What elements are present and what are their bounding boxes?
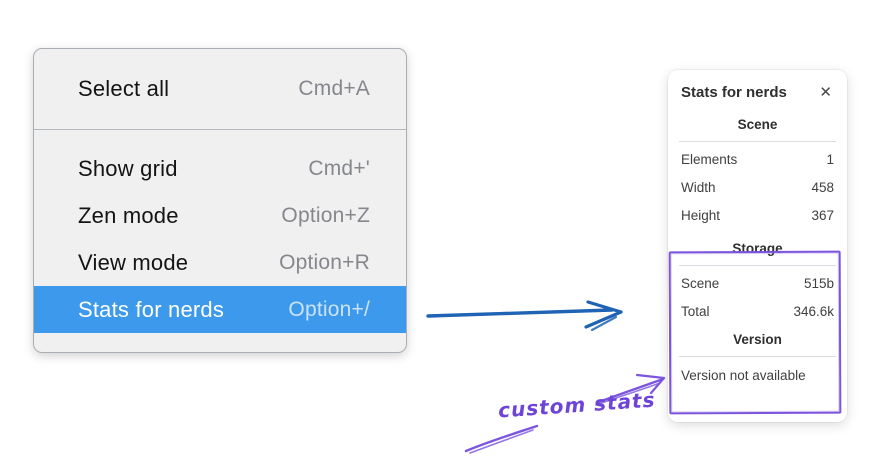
menu-item-show-grid[interactable]: Show grid Cmd+': [34, 145, 406, 192]
stat-label: Elements: [681, 152, 738, 167]
stat-value: 515b: [803, 276, 834, 291]
custom-stats-label[interactable]: custom stats: [497, 387, 657, 423]
menu-item-shortcut: Option+R: [279, 250, 370, 274]
stat-row-scene-size: Scene 515b: [679, 266, 836, 294]
stat-value: 346.6k: [793, 304, 834, 319]
menu-item-view-mode[interactable]: View mode Option+R: [34, 239, 406, 286]
menu-item-shortcut: Cmd+': [308, 156, 370, 180]
menu-item-label: Show grid: [78, 155, 178, 181]
stat-value: 367: [811, 208, 834, 223]
context-menu-group-top: Select all Cmd+A: [34, 49, 406, 129]
stats-panel-title: Stats for nerds: [681, 84, 787, 101]
stat-row-total-size: Total 346.6k: [679, 294, 836, 322]
stat-label: Height: [681, 208, 721, 223]
stat-label: Total: [681, 304, 710, 319]
menu-separator: [34, 129, 406, 130]
stat-row-height: Height 367: [679, 198, 836, 226]
blue-arrow[interactable]: [426, 300, 623, 332]
menu-item-shortcut: Option+/: [288, 297, 370, 321]
menu-item-label: Zen mode: [78, 202, 179, 228]
menu-item-zen-mode[interactable]: Zen mode Option+Z: [34, 192, 406, 239]
menu-item-shortcut: Option+Z: [281, 203, 370, 227]
stats-panel: Stats for nerds ✕ Scene Elements 1 Width…: [668, 70, 847, 422]
scene-section-heading: Scene: [679, 117, 836, 142]
version-section-heading: Version: [679, 332, 836, 357]
context-menu: Select all Cmd+A Show grid Cmd+' Zen mod…: [33, 48, 407, 353]
menu-item-label: View mode: [78, 249, 189, 275]
storage-section-heading: Storage: [679, 241, 836, 266]
version-note: Version not available: [681, 368, 806, 383]
menu-item-stats-for-nerds[interactable]: Stats for nerds Option+/: [34, 286, 406, 333]
menu-item-select-all[interactable]: Select all Cmd+A: [34, 65, 406, 112]
context-menu-group-bottom: Show grid Cmd+' Zen mode Option+Z View m…: [34, 130, 406, 352]
stat-value: 458: [811, 180, 834, 195]
close-icon[interactable]: ✕: [819, 84, 832, 101]
stat-label: Scene: [681, 276, 720, 291]
stat-value: 1: [826, 152, 834, 167]
stat-row-elements: Elements 1: [679, 142, 836, 170]
stat-label: Width: [681, 180, 716, 195]
menu-item-shortcut: Cmd+A: [298, 76, 370, 100]
menu-item-label: Select all: [78, 75, 170, 101]
stat-row-width: Width 458: [679, 170, 836, 198]
stats-panel-header: Stats for nerds ✕: [679, 83, 836, 102]
menu-item-label: Stats for nerds: [78, 296, 225, 322]
